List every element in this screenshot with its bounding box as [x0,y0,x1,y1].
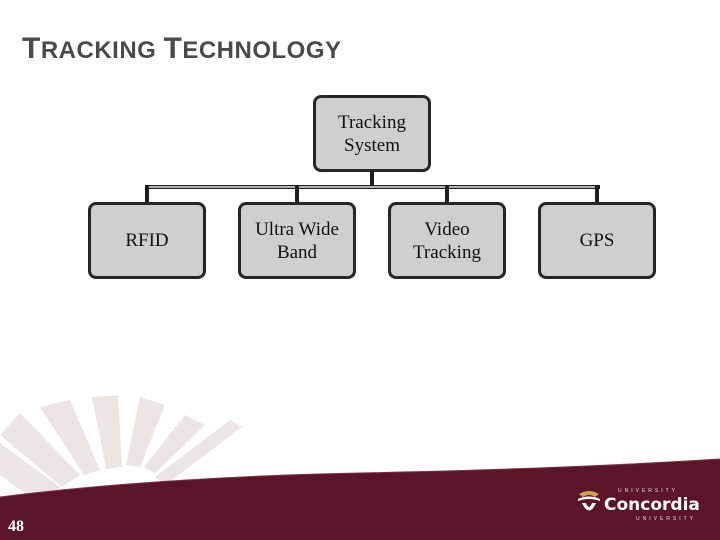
logo-bottom-text: UNIVERSITY [636,516,697,522]
node-label-line2: Band [276,241,318,263]
node-gps: GPS [538,202,656,279]
connector-drop-rfid [145,185,149,203]
footer-band [0,458,720,540]
node-label-line1: RFID [125,230,169,251]
connector-root-stem [370,170,374,187]
node-tracking-system: Tracking System [313,95,431,172]
connector-drop-gps [595,185,599,203]
title-cap-1: T [22,32,41,65]
node-label-line2: System [344,134,400,156]
node-label-line1: Tracking [338,111,406,133]
logo-name: Concordia [604,495,700,515]
node-ultra-wide-band: Ultra Wide Band [238,202,356,279]
title-rest-1: RACKING [40,37,164,64]
title-rest-2: ECHNOLOGY [182,37,342,64]
page-number: 48 [8,518,24,535]
node-label-line1: GPS [579,230,615,251]
slide-title: TRACKING TECHNOLOGY [22,32,342,66]
node-label-line2: Tracking [413,241,481,263]
node-rfid: RFID [88,202,206,279]
connector-drop-uwb [295,185,299,203]
connector-drop-video [445,185,449,203]
connector-horizontal-inner [148,186,597,188]
node-label-line1: Video [424,218,470,240]
node-video-tracking: Video Tracking [388,202,506,279]
concordia-logo: UNIVERSITY Concordia UNIVERSITY [576,488,700,524]
node-label-line1: Ultra Wide [255,218,339,240]
logo-emblem-icon [578,491,600,511]
title-cap-2: T [163,32,183,65]
logo-top-text: UNIVERSITY [618,488,679,494]
